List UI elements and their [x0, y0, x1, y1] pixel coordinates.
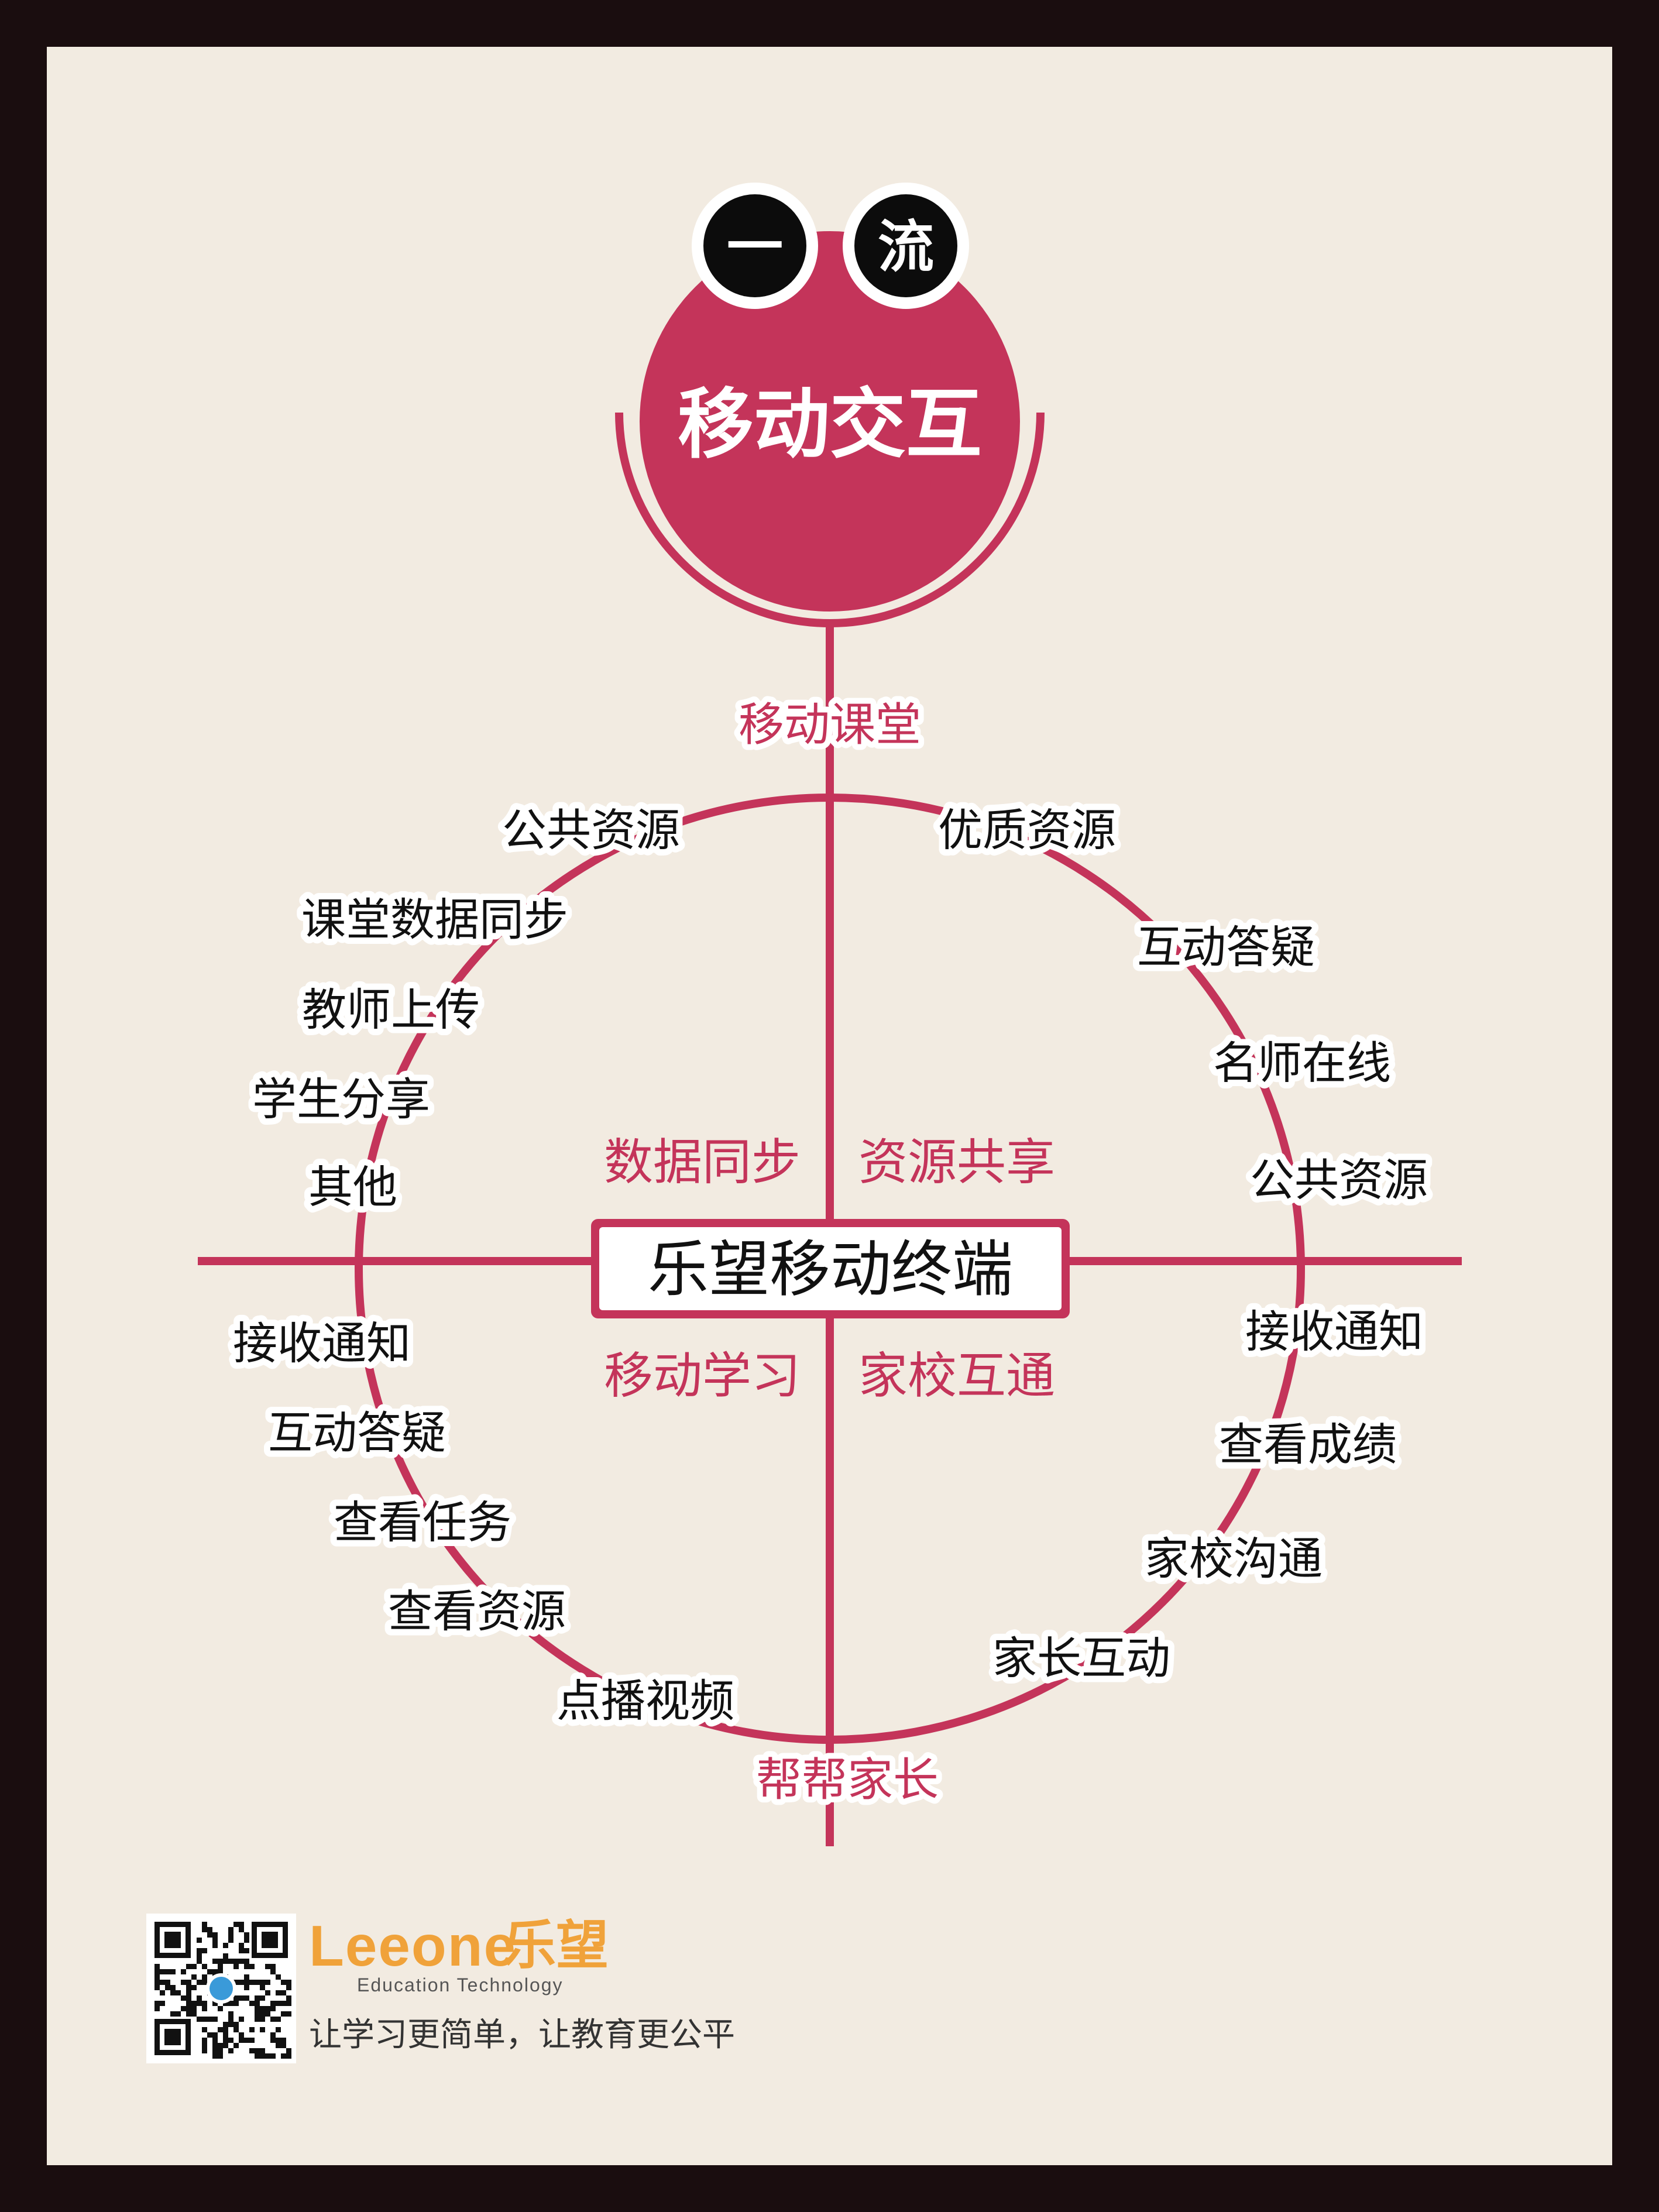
brand-slogan: 让学习更简单，让教育更公平 — [309, 2016, 735, 2054]
item-top-left-3: 教师上传 — [302, 984, 480, 1036]
footer: Leeone 乐望 Education Technology 让学习更简单，让教… — [146, 1914, 849, 2066]
item-top-right-1: 优质资源 — [938, 804, 1116, 856]
item-bottom-right-2: 查看成绩 — [1219, 1418, 1397, 1471]
badge-char-left: 一 — [727, 214, 783, 280]
item-bottom-right-3: 家校沟通 — [1145, 1533, 1323, 1585]
brand-wordmark: Leeone — [309, 1914, 517, 1978]
item-top-left-5: 其他 — [308, 1161, 397, 1213]
quadrant-label-top-left: 数据同步 — [604, 1134, 801, 1191]
item-top-left-1: 公共资源 — [502, 804, 680, 856]
brand-chinese-name: 乐望 — [503, 1915, 609, 1976]
quadrant-label-bottom-right: 家校互通 — [858, 1347, 1055, 1404]
item-top-right-4: 公共资源 — [1250, 1154, 1428, 1206]
badge-right — [854, 194, 957, 297]
qr-logo-icon — [209, 1977, 233, 2000]
axis-label-bottom: 帮帮家长 — [756, 1754, 939, 1806]
item-bottom-left-1: 接收通知 — [233, 1317, 411, 1369]
item-top-right-3: 名师在线 — [1213, 1037, 1391, 1089]
item-bottom-right-4: 家长互动 — [992, 1632, 1170, 1684]
item-top-left-2: 课堂数据同步 — [301, 894, 568, 946]
item-top-left-4: 学生分享 — [252, 1073, 430, 1125]
item-bottom-left-2: 互动答疑 — [268, 1407, 446, 1459]
quadrant-label-bottom-left: 移动学习 — [604, 1347, 801, 1404]
title-outer-arc — [615, 412, 1045, 627]
brand-subtitle: Education Technology — [357, 1974, 564, 1995]
qr-code[interactable] — [146, 1914, 296, 2063]
badge-char-right: 流 — [878, 214, 934, 280]
quadrant-label-top-right: 资源共享 — [858, 1134, 1055, 1191]
item-bottom-left-3: 查看任务 — [334, 1496, 511, 1548]
badge-left — [703, 194, 806, 297]
axis-label-top: 移动课堂 — [739, 699, 921, 751]
title-circle — [640, 231, 1020, 612]
center-label: 乐望移动终端 — [648, 1234, 1013, 1305]
title-text: 移动交互 — [678, 380, 982, 469]
item-top-right-2: 互动答疑 — [1137, 921, 1315, 973]
item-bottom-left-5: 点播视频 — [557, 1675, 734, 1727]
center-box-inner — [599, 1227, 1062, 1310]
item-bottom-left-4: 查看资源 — [388, 1585, 566, 1637]
item-bottom-right-1: 接收通知 — [1245, 1306, 1423, 1358]
